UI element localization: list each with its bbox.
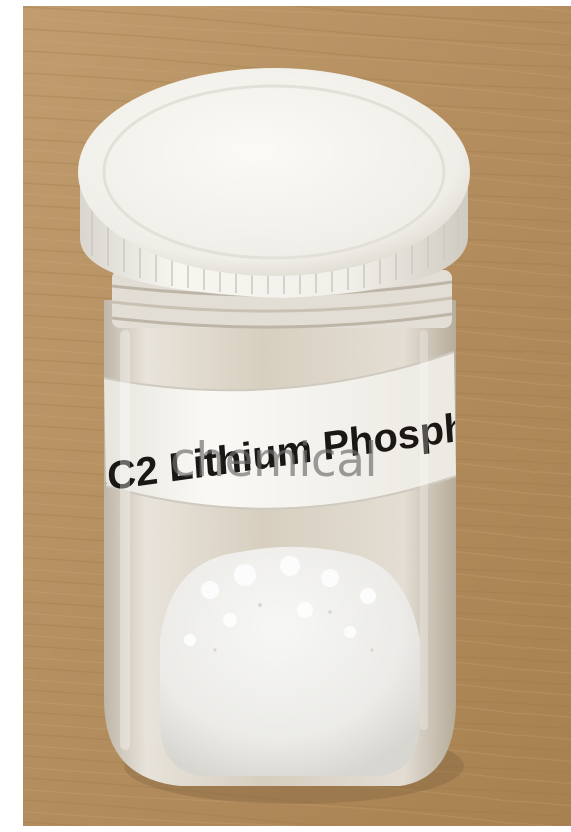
watermark-text: chemical <box>170 433 378 488</box>
